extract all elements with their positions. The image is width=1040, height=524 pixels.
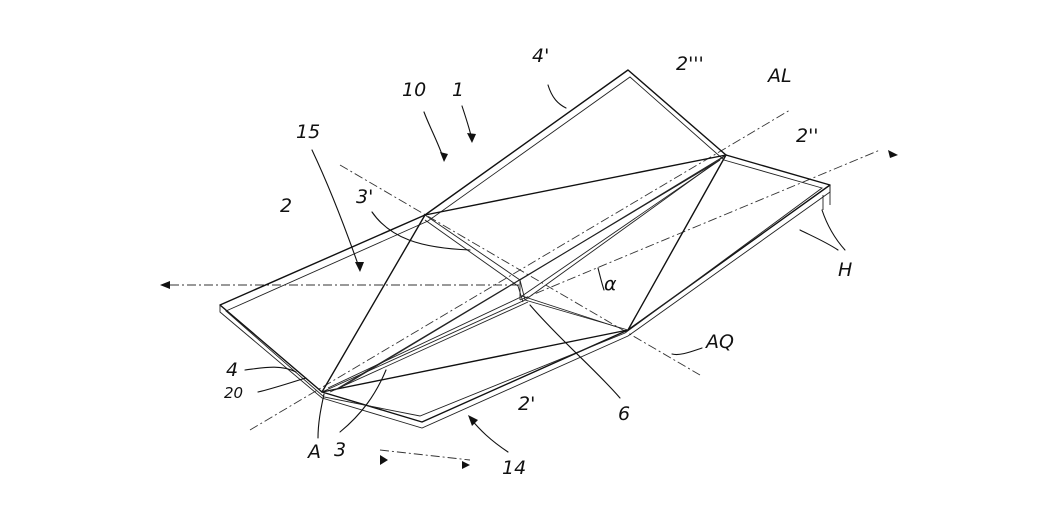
sheet-outline: [219, 69, 831, 429]
label-2triple: 2''': [676, 53, 704, 75]
arrow-upper-right: [888, 150, 898, 158]
fold-center-a: [424, 214, 526, 301]
label-H: H: [838, 259, 852, 281]
label-AL: AL: [766, 65, 792, 87]
leader-A: [317, 393, 325, 439]
reference-labels: 4' 2''' AL 10 1 15 2'' 2 3' α H 4 20 AQ …: [224, 45, 852, 479]
axis-transverse: [339, 164, 701, 376]
arrow-lower-left: [160, 281, 170, 289]
leader-arrow-10: [440, 152, 448, 162]
fold-center-d: [520, 159, 721, 329]
leader-3prime: [371, 211, 471, 251]
label-2: 2: [280, 195, 292, 217]
label-10: 10: [402, 79, 426, 101]
label-2prime: 2': [518, 393, 535, 415]
leader-arrow-14: [468, 415, 478, 426]
leader-lines: [244, 84, 846, 453]
label-2dbl: 2'': [796, 125, 819, 147]
leader-alpha: [597, 267, 605, 291]
label-1: 1: [452, 79, 464, 101]
edge-thickness-left: [219, 185, 831, 429]
fold-right-to-apex: [627, 154, 727, 331]
leader-arrow-15: [355, 262, 364, 272]
fold-center-c: [523, 154, 727, 331]
leader-6: [529, 304, 621, 399]
axis-bottom: [379, 449, 471, 461]
fold-lines: [321, 154, 727, 393]
label-20: 20: [224, 384, 243, 402]
fold-a-to-right: [321, 329, 629, 393]
label-14: 14: [502, 457, 526, 479]
fold-center-g: [329, 301, 529, 393]
leader-H-1: [821, 209, 846, 251]
label-3: 3: [334, 439, 346, 461]
label-6: 6: [618, 403, 630, 425]
label-A: A: [306, 441, 321, 463]
leader-20: [257, 377, 307, 393]
leader-H-2: [799, 229, 839, 251]
axis-lines: [170, 109, 881, 461]
axis-arrows: [160, 150, 898, 469]
label-3prime: 3': [356, 186, 373, 208]
label-alpha: α: [604, 273, 617, 295]
fold-top-diagonal: [424, 154, 727, 216]
fold-left-to-apex: [321, 214, 426, 393]
leader-14: [469, 417, 509, 453]
fold-center-j: [519, 154, 727, 281]
fold-center-b: [424, 219, 524, 303]
arrow-bottom-left: [380, 455, 388, 465]
axis-right: [519, 149, 881, 301]
leader-4: [244, 366, 297, 373]
arrow-bottom-right: [462, 461, 470, 469]
leader-4prime: [547, 84, 567, 109]
fold-center-f: [327, 295, 524, 389]
label-15: 15: [296, 121, 320, 143]
panel-inner-contour: [225, 76, 824, 417]
label-AQ: AQ: [704, 331, 734, 353]
label-4: 4: [226, 359, 238, 381]
fold-center-e: [321, 299, 526, 393]
leader-arrow-1: [467, 133, 476, 143]
leader-15: [311, 149, 361, 271]
leader-AQ: [671, 347, 703, 356]
leader-3: [339, 369, 387, 433]
label-4prime: 4': [532, 45, 549, 67]
